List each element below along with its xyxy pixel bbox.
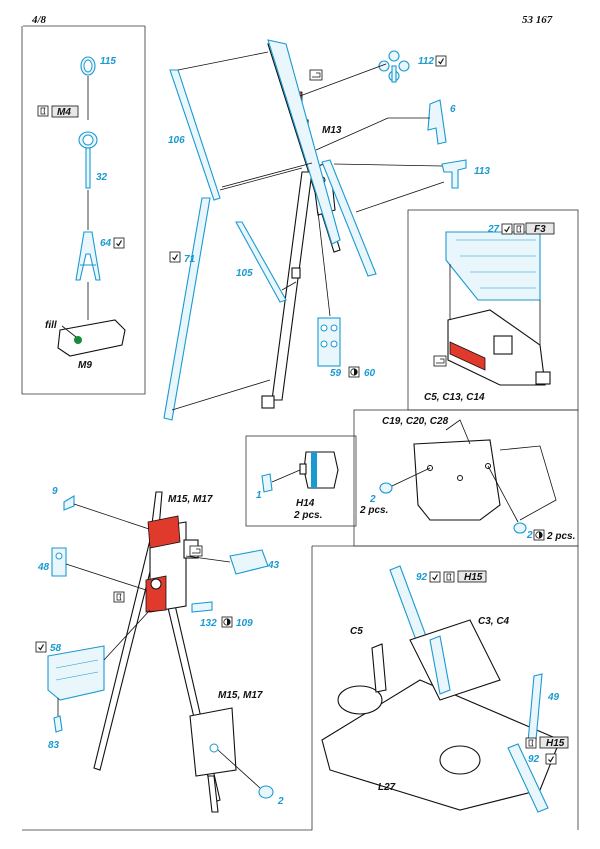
check-icon xyxy=(429,571,441,583)
glue-icon xyxy=(443,571,455,583)
part-1 xyxy=(261,473,273,493)
label-106: 106 xyxy=(168,135,185,146)
label-115: 115 xyxy=(100,56,116,67)
label-h15b: H15 xyxy=(546,738,565,749)
bend-icon xyxy=(433,355,447,367)
label-c5-c13-c14: C5, C13, C14 xyxy=(424,392,485,403)
label-71: 71 xyxy=(184,254,196,265)
label-m13: M13 xyxy=(322,125,342,136)
check-icon xyxy=(113,237,125,249)
part-83 xyxy=(53,715,63,733)
part-9 xyxy=(63,495,75,511)
label-27: 27 xyxy=(487,224,500,235)
part-105 xyxy=(235,221,287,303)
lamp-h14 xyxy=(299,451,339,489)
glue-icon xyxy=(513,223,525,235)
label-m15-m17-b: M15, M17 xyxy=(218,690,263,701)
part-112 xyxy=(378,50,410,83)
label-c3-c4: C3, C4 xyxy=(478,616,510,627)
bend-icon xyxy=(189,545,203,557)
part-64 xyxy=(75,231,101,281)
glue-icon xyxy=(525,737,537,749)
part-71 xyxy=(163,197,211,421)
label-112: 112 xyxy=(418,56,434,67)
label-6: 6 xyxy=(450,104,456,115)
label-2a-pcs: 2 pcs. xyxy=(359,505,388,516)
resin-part-f3 xyxy=(525,222,555,235)
part-92-ladder xyxy=(507,743,549,813)
part-lower-yard xyxy=(321,159,377,277)
check-icon xyxy=(169,251,181,263)
label-1: 1 xyxy=(256,490,262,501)
label-l27: L27 xyxy=(378,782,396,793)
label-113: 113 xyxy=(474,166,490,177)
check-icon xyxy=(501,223,513,235)
label-m4: M4 xyxy=(57,107,71,118)
kit-code: 53 167 xyxy=(522,14,553,26)
part-132 xyxy=(191,601,213,613)
label-49: 49 xyxy=(547,692,560,703)
part-2-ring xyxy=(258,785,274,799)
detail-m15-lower xyxy=(189,707,237,813)
label-m9: M9 xyxy=(78,360,92,371)
label-2b: 2 xyxy=(526,530,533,541)
label-60: 60 xyxy=(364,368,376,379)
label-92a: 92 xyxy=(416,572,428,583)
part-48 xyxy=(51,547,67,577)
check-icon xyxy=(435,55,447,67)
base-m9 xyxy=(57,319,126,357)
glue-icon xyxy=(37,105,49,117)
page-number: 4/8 xyxy=(32,14,47,26)
label-58: 58 xyxy=(50,643,62,654)
paint-icon xyxy=(533,529,545,541)
label-h14-pcs: 2 pcs. xyxy=(293,510,322,521)
label-h15a: H15 xyxy=(464,572,483,583)
check-icon xyxy=(545,753,557,765)
bend-icon xyxy=(309,69,323,81)
label-109: 109 xyxy=(236,618,253,629)
resin-part-m4 xyxy=(51,105,79,118)
part-6 xyxy=(427,99,447,145)
label-m15-m17-a: M15, M17 xyxy=(168,494,213,505)
label-h14: H14 xyxy=(296,498,315,509)
check-icon xyxy=(35,641,47,653)
label-2a: 2 xyxy=(369,494,376,505)
part-2-ring xyxy=(513,522,527,534)
label-9: 9 xyxy=(52,486,58,497)
part-115 xyxy=(80,56,96,76)
part-upper-yard xyxy=(267,39,341,245)
label-f3: F3 xyxy=(534,224,546,235)
paint-icon xyxy=(348,366,360,378)
label-132: 132 xyxy=(200,618,217,629)
label-2b-pcs: 2 pcs. xyxy=(546,531,575,542)
part-113 xyxy=(441,159,467,189)
resin-part-h15 xyxy=(457,570,487,583)
bridge-wing-c5 xyxy=(447,309,551,386)
label-48: 48 xyxy=(37,562,50,573)
label-59: 59 xyxy=(330,368,342,379)
label-c19-c20-c28: C19, C20, C28 xyxy=(382,416,449,427)
funnel-c19 xyxy=(413,419,557,521)
part-59 xyxy=(317,317,341,367)
glue-icon xyxy=(113,591,125,603)
label-fill: fill xyxy=(45,320,57,331)
label-43: 43 xyxy=(267,560,280,571)
resin-part-h15 xyxy=(539,736,569,749)
deck-l27 xyxy=(321,619,561,811)
label-c5: C5 xyxy=(350,626,363,637)
part-106 xyxy=(169,69,221,201)
label-83: 83 xyxy=(48,740,60,751)
label-64: 64 xyxy=(100,238,112,249)
part-58 xyxy=(47,645,105,701)
paint-icon xyxy=(221,616,233,628)
part-43 xyxy=(229,549,269,575)
label-2c: 2 xyxy=(277,796,284,807)
part-32 xyxy=(78,131,98,189)
label-105: 105 xyxy=(236,268,253,279)
part-2-ring xyxy=(379,482,393,494)
label-32: 32 xyxy=(96,172,108,183)
part-27 xyxy=(445,231,541,301)
label-92b: 92 xyxy=(528,754,540,765)
